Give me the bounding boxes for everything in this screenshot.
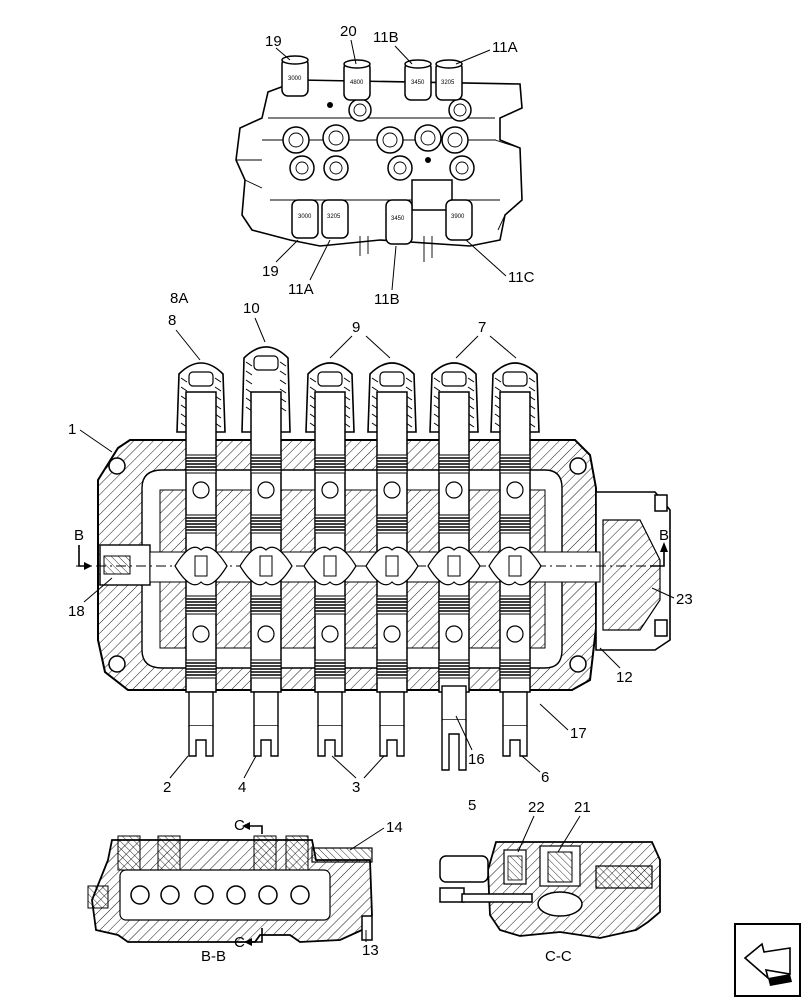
relief-cartridge-top-20: 4800 — [343, 59, 371, 101]
relief-cartridge-bottom-11c: 3900 — [445, 199, 473, 241]
spool-group — [174, 346, 542, 771]
port-group-upper — [282, 98, 472, 154]
callout-22: 22 — [528, 799, 545, 816]
section-c-bottom: C — [234, 934, 245, 951]
callout-23: 23 — [676, 591, 693, 608]
callout-16: 16 — [468, 751, 485, 768]
callout-18: 18 — [68, 603, 85, 620]
callout-19-top: 19 — [265, 33, 282, 50]
callout-19-bottom: 19 — [262, 263, 279, 280]
relief-cartridge-top-11b: 3450 — [404, 59, 432, 101]
spool-1 — [174, 362, 228, 757]
spool-6 — [488, 362, 542, 757]
spool-4 — [365, 362, 419, 757]
section-b-right: B — [659, 527, 669, 544]
spool-3 — [303, 362, 357, 757]
section-view-bb: C C B-B 14 13 — [87, 817, 403, 965]
callout-9: 9 — [352, 319, 360, 336]
callout-21: 21 — [574, 799, 591, 816]
callout-12: 12 — [616, 669, 633, 686]
callout-7: 7 — [478, 319, 486, 336]
relief-cartridge-bottom-11a: 3205 — [321, 199, 349, 239]
callout-17: 17 — [570, 725, 587, 742]
stamp-bot-11b: 3450 — [391, 216, 405, 222]
view-label-cc: C-C — [545, 948, 572, 965]
section-b-left: B — [74, 527, 84, 544]
section-view-cc: 22 21 C-C — [439, 799, 661, 965]
section-c-top: C — [234, 817, 245, 834]
stamp-top-11a: 3205 — [441, 80, 455, 86]
stamp-top-20: 4800 — [350, 80, 364, 86]
stamp-bot-19: 3000 — [298, 214, 312, 220]
callout-14: 14 — [386, 819, 403, 836]
spool-2 — [239, 346, 293, 757]
callout-13: 13 — [362, 942, 379, 959]
callout-5: 5 — [468, 797, 476, 814]
relief-cartridge-top-11a: 3205 — [435, 59, 463, 101]
relief-cartridge-bottom-11b: 3450 — [385, 199, 413, 245]
callout-4: 4 — [238, 779, 246, 796]
callout-2: 2 — [163, 779, 171, 796]
callout-10: 10 — [243, 300, 260, 317]
callout-8a: 8A — [170, 290, 188, 307]
spool-5 — [427, 362, 481, 771]
stamp-top-19: 3000 — [288, 76, 302, 82]
view-label-bb: B-B — [201, 948, 226, 965]
callout-8: 8 — [168, 312, 176, 329]
stamp-bot-11a: 3205 — [327, 214, 341, 220]
bb-spool-row — [130, 885, 310, 905]
callout-20-top: 20 — [340, 23, 357, 40]
callout-1: 1 — [68, 421, 76, 438]
callout-11a-bottom: 11A — [288, 281, 314, 298]
callout-6: 6 — [541, 769, 549, 786]
callout-11c-bottom: 11C — [508, 269, 535, 286]
orientation-arrow-icon — [734, 923, 801, 997]
top-valve-view: 3000 4800 3450 3205 3000 3205 3450 — [235, 23, 535, 308]
stamp-top-11b: 3450 — [411, 80, 425, 86]
callout-11a-top: 11A — [492, 39, 518, 56]
stamp-bot-11c: 3900 — [451, 214, 465, 220]
relief-cartridge-top-19: 3000 — [281, 55, 309, 97]
callout-11b-bottom: 11B — [374, 291, 400, 308]
callout-3: 3 — [352, 779, 360, 796]
callout-11b-top: 11B — [373, 29, 399, 46]
relief-cartridge-bottom-19: 3000 — [291, 199, 319, 239]
main-section-view: B B 8A 8 10 9 7 1 18 23 12 17 2 4 3 16 5 — [68, 290, 693, 814]
